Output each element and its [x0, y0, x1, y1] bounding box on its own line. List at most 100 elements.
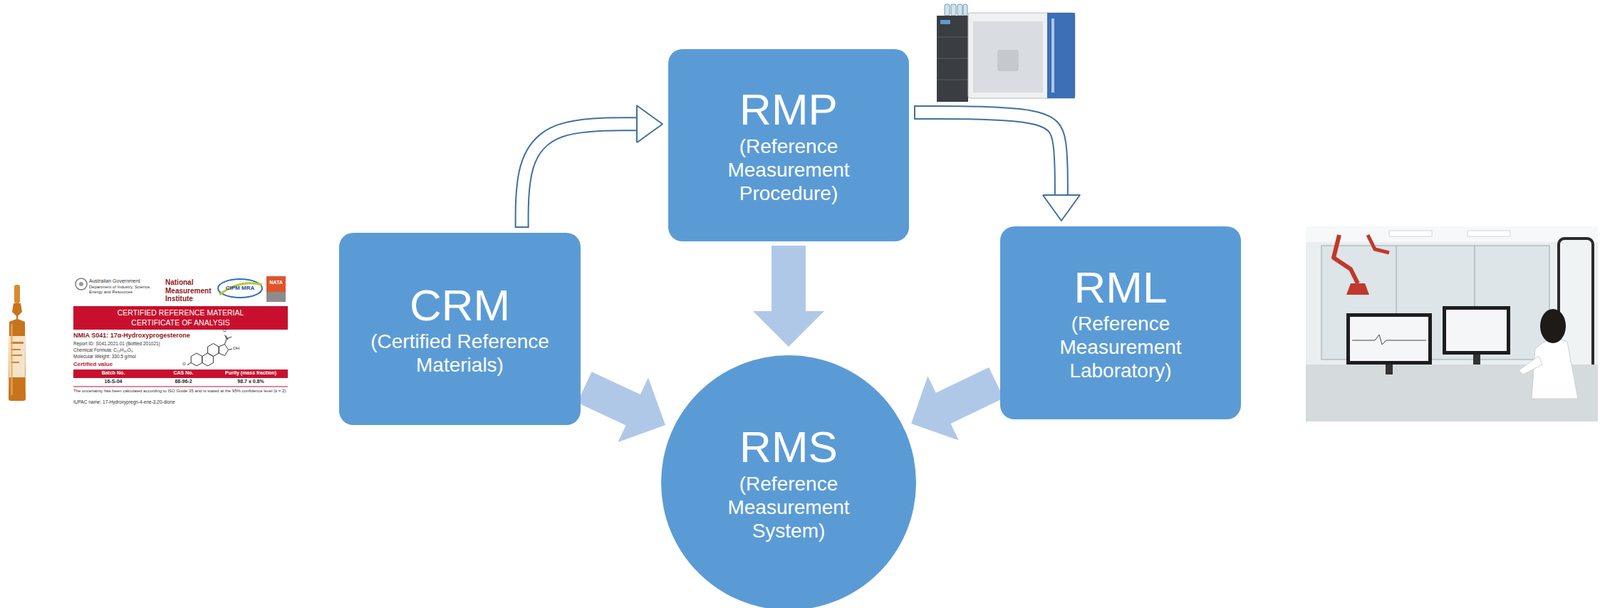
ms-stripe [1051, 18, 1055, 93]
crest [75, 278, 87, 290]
nata-logo-top [266, 276, 286, 293]
certificate-text: O [222, 328, 227, 334]
ceiling-light [1467, 230, 1511, 237]
ampoule-highlight [10, 324, 13, 396]
arrow-fill [914, 112, 1062, 196]
lab-coat [1531, 339, 1578, 399]
arrow-head [636, 105, 663, 143]
block-arrow [911, 367, 1004, 441]
ampoule [8, 284, 26, 402]
bond [187, 363, 191, 366]
certificate-text: Certified value [73, 361, 113, 368]
crest-center [79, 282, 84, 287]
nata-logo-bottom [266, 292, 286, 303]
bond [225, 335, 228, 340]
certificate-text: Molecular Weight: 330.5 g/mol [73, 354, 137, 360]
certificate-text: 98.7 ± 0.8% [213, 378, 288, 385]
bond [228, 349, 233, 351]
module-divider [936, 37, 969, 38]
process-box: RMP(Reference Measurement Procedure) [668, 49, 909, 242]
node-heading: CRM [356, 281, 564, 330]
monitor [1442, 306, 1511, 355]
module-divider [936, 79, 969, 81]
block-arrow [577, 371, 666, 443]
ceiling-light [1389, 230, 1432, 237]
monitor [1346, 313, 1432, 365]
solvent-bottle [944, 4, 950, 16]
ring [190, 353, 203, 367]
certificate-text: NATA [266, 279, 286, 286]
certificate-text: CAS No. [153, 370, 214, 377]
solvent-bottle [951, 4, 957, 16]
certificate-text: IUPAC name: 17-Hydroxypregn-4-ene-3,20-d… [73, 399, 176, 405]
ceiling [1305, 226, 1598, 243]
certificate-text: O [182, 361, 186, 367]
cipm-logo-ring [217, 279, 263, 298]
system-circle: RMS(Reference Measurement System) [661, 355, 917, 608]
certificate [73, 276, 288, 387]
certificate-text: CIPM MRA [217, 284, 263, 292]
certificate-text: Batch No. [73, 370, 154, 377]
solvent-bottle [963, 4, 968, 16]
laboratory-photo [1305, 226, 1598, 422]
certificate-text: Chemical Formula: C₂₁H₃₀O₃ [73, 347, 134, 353]
node-description: (Certified Reference Materials) [356, 329, 564, 377]
monitor-stand [1473, 354, 1481, 365]
certificate-text: Purity (mass fraction) [213, 370, 288, 377]
node-heading: RML [1045, 263, 1196, 313]
module-display [940, 19, 951, 25]
fume-extractor-arm [1333, 235, 1358, 284]
node-description: (Reference Measurement Laboratory) [1045, 312, 1196, 383]
certificate-text: Australian Government [89, 278, 141, 285]
certificate-banner [73, 306, 288, 330]
certificate-text: The uncertainty has been calculated acco… [73, 388, 288, 394]
node-heading: RMS [713, 423, 864, 472]
ampoule-body [8, 303, 26, 402]
module-divider [936, 58, 969, 60]
arrow-cap [515, 226, 530, 228]
arrow-shape [577, 371, 666, 443]
mass-spectrometer [968, 12, 1075, 99]
certificate-text: Report ID: S041.2021.01 (Bottled 201021) [73, 341, 161, 347]
ms-source [997, 49, 1019, 72]
ms-side-panel [1047, 12, 1075, 99]
arrow-shape [911, 367, 1004, 441]
node-description: (Reference Measurement Procedure) [713, 134, 864, 206]
process-box: RML(Reference Measurement Laboratory) [1000, 226, 1241, 420]
process-box: CRM(Certified Reference Materials) [339, 232, 581, 426]
ampoule-tip [14, 284, 20, 304]
outline-arrow [515, 105, 663, 228]
arrow-head [1042, 195, 1080, 221]
block-arrow [752, 245, 825, 347]
solvent-bottle [957, 4, 963, 16]
photo-background [1305, 226, 1598, 422]
certificate-text: National Measurement Institute [165, 278, 214, 304]
certificate-text: Department of Industry, Science, Energy … [89, 284, 161, 295]
steroid-structure [187, 335, 233, 367]
certificate-text: CERTIFICATE OF ANALYSIS [73, 318, 288, 327]
lc-ms-instrument [936, 4, 1075, 102]
certificate-text: NMIA S041: 17α-Hydroxyprogesterone [73, 331, 191, 340]
certificate-text: 68-96-2 [153, 378, 214, 385]
monitor-screen [1349, 317, 1429, 362]
arm [1518, 356, 1543, 375]
arrow-outline [914, 112, 1062, 196]
outline-arrow [914, 105, 1080, 221]
certificate-text: CERTIFIED REFERENCE MATERIAL [73, 308, 288, 318]
fume-hood [1346, 283, 1370, 295]
table-header [73, 369, 288, 379]
hair [1540, 309, 1566, 344]
ring [218, 344, 228, 357]
node-description: (Reference Measurement System) [713, 472, 864, 543]
certificate-text: OH [232, 346, 240, 352]
monitor-screen [1446, 309, 1507, 352]
circle-fill [661, 355, 917, 608]
arrow-fill [522, 123, 637, 228]
ring [208, 344, 220, 357]
hplc-stack [936, 15, 969, 102]
table-rule [73, 386, 288, 388]
monitor-stand [1385, 364, 1393, 375]
chromatogram [1352, 334, 1427, 345]
bond [226, 336, 229, 341]
